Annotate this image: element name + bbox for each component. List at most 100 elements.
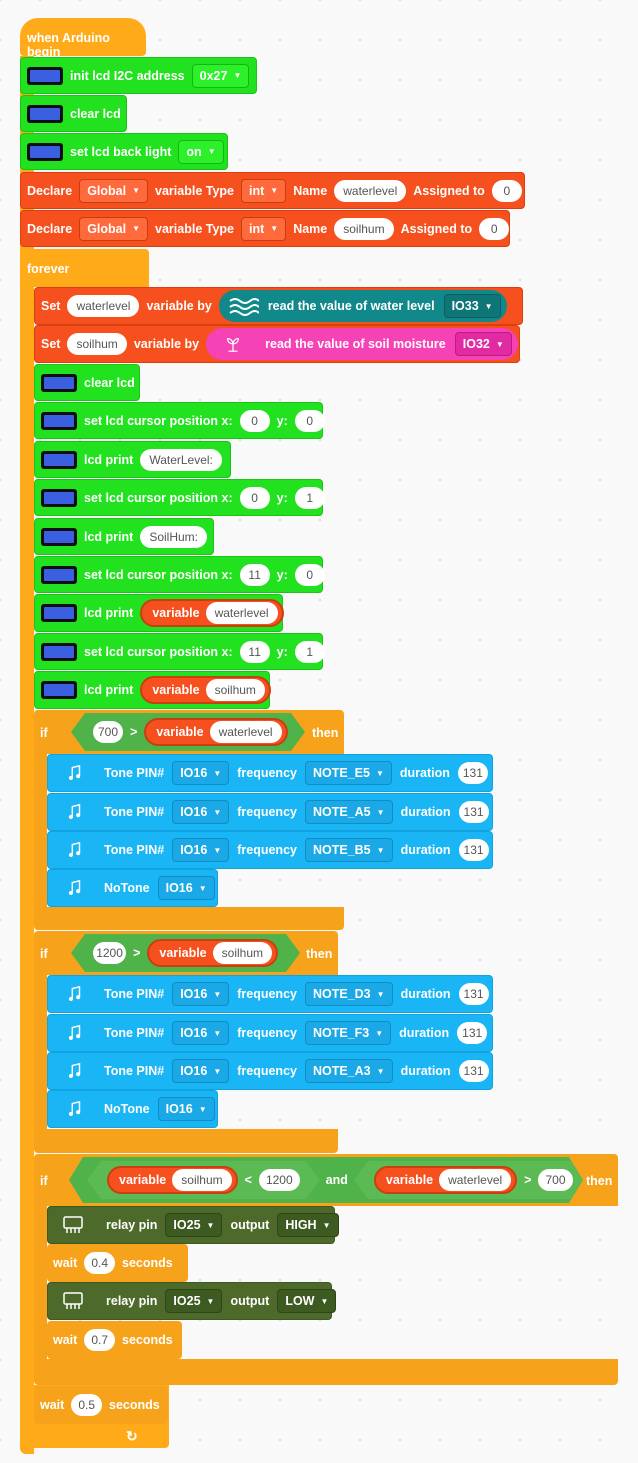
variable-name-input[interactable]: soilhum — [213, 942, 272, 964]
tone-block-5[interactable]: Tone PIN# IO16▼ frequency NOTE_F3▼ durat… — [47, 1014, 493, 1052]
cursor-y-input[interactable]: 0 — [294, 563, 325, 586]
tone-block-6[interactable]: Tone PIN# IO16▼ frequency NOTE_A3▼ durat… — [47, 1052, 493, 1090]
backlight-block[interactable]: set lcd back light on▼ — [20, 133, 228, 170]
init-lcd-block[interactable]: init lcd I2C address 0x27▼ — [20, 57, 257, 94]
scope-dropdown[interactable]: Global▼ — [79, 216, 149, 241]
note-dropdown[interactable]: NOTE_A5▼ — [304, 800, 393, 824]
forever-block[interactable]: forever — [20, 249, 149, 287]
initial-value-input[interactable]: 0 — [491, 179, 522, 202]
variable-name-input[interactable]: waterlevel — [205, 602, 278, 624]
clear-lcd-block[interactable]: clear lcd — [20, 95, 127, 132]
relay-pin-dropdown[interactable]: IO25▼ — [165, 1213, 223, 1237]
set-waterlevel-block[interactable]: Set waterlevel variable by read the valu… — [34, 287, 523, 325]
scope-dropdown[interactable]: Global▼ — [79, 178, 149, 203]
note-dropdown[interactable]: NOTE_B5▼ — [304, 838, 393, 862]
variable-name-input[interactable]: waterlevel — [334, 179, 407, 202]
variable-reporter[interactable]: variable soilhum — [140, 676, 271, 704]
variable-reporter[interactable]: variable waterlevel — [374, 1166, 517, 1194]
lcd-print-block-2[interactable]: lcd print SoilHum: — [34, 518, 214, 555]
wait-seconds-input[interactable]: 0.4 — [84, 1252, 115, 1274]
variable-reporter[interactable]: variable soilhum — [107, 1166, 238, 1194]
initial-value-input[interactable]: 0 — [479, 217, 510, 240]
tone-pin-dropdown[interactable]: IO16▼ — [172, 800, 230, 824]
compare-left-input[interactable]: 1200 — [93, 942, 126, 964]
compare-left-input[interactable]: 700 — [93, 721, 123, 743]
relay-block-2[interactable]: relay pin IO25▼ output LOW▼ — [47, 1282, 337, 1320]
soil-moisture-reporter[interactable]: read the value of soil moisture IO32▼ — [206, 328, 518, 360]
tone-block-4[interactable]: Tone PIN# IO16▼ frequency NOTE_D3▼ durat… — [47, 975, 493, 1013]
notone-pin-dropdown[interactable]: IO16▼ — [157, 876, 215, 900]
duration-input[interactable]: 131 — [458, 839, 489, 861]
tone-pin-dropdown[interactable]: IO16▼ — [172, 982, 230, 1006]
lcd-cursor-block-1[interactable]: set lcd cursor position x: 0 y: 0 — [34, 402, 325, 439]
variable-name-input[interactable]: soilhum — [172, 1169, 231, 1191]
duration-input[interactable]: 131 — [457, 1022, 488, 1044]
variable-reporter[interactable]: variable waterlevel — [144, 718, 287, 746]
variable-name-input[interactable]: waterlevel — [210, 721, 282, 743]
wait-block-1[interactable]: wait 0.4 seconds — [47, 1244, 188, 1282]
cursor-x-input[interactable]: 0 — [239, 409, 270, 432]
cursor-x-input[interactable]: 11 — [239, 563, 270, 586]
wait-seconds-input[interactable]: 0.5 — [71, 1394, 102, 1416]
cursor-x-input[interactable]: 0 — [239, 486, 270, 509]
type-dropdown[interactable]: int▼ — [241, 216, 287, 241]
cursor-y-input[interactable]: 1 — [294, 640, 325, 663]
water-pin-dropdown[interactable]: IO33▼ — [443, 294, 501, 318]
tone-block-3[interactable]: Tone PIN# IO16▼ frequency NOTE_B5▼ durat… — [47, 831, 493, 869]
tone-pin-dropdown[interactable]: IO16▼ — [172, 761, 230, 785]
and-condition[interactable]: variable soilhum < 1200 and variable wat… — [69, 1157, 583, 1203]
soil-pin-dropdown[interactable]: IO32▼ — [454, 332, 512, 356]
lcd-print-block-1[interactable]: lcd print WaterLevel: — [34, 441, 231, 478]
compare-condition-2[interactable]: 1200 > variable soilhum — [71, 934, 300, 972]
variable-name-input[interactable]: soilhum — [205, 679, 265, 701]
variable-reporter[interactable]: variable soilhum — [147, 939, 278, 967]
backlight-dropdown[interactable]: on▼ — [178, 139, 224, 164]
declare-waterlevel-block[interactable]: Declare Global▼ variable Type int▼ Name … — [20, 172, 525, 209]
compare-value-input[interactable]: 700 — [538, 1169, 572, 1191]
wait-seconds-input[interactable]: 0.7 — [84, 1329, 115, 1351]
lcd-print-block-3[interactable]: lcd print variable waterlevel — [34, 594, 284, 632]
water-level-reporter[interactable]: read the value of water level IO33▼ — [218, 290, 507, 322]
hat-block[interactable]: when Arduino begin — [20, 18, 146, 59]
clear-lcd-block[interactable]: clear lcd — [34, 364, 140, 401]
wait-block-2[interactable]: wait 0.7 seconds — [47, 1321, 182, 1359]
variable-input[interactable]: soilhum — [67, 333, 127, 355]
compare-soilhum[interactable]: variable soilhum < 1200 — [87, 1161, 320, 1199]
lcd-print-block-4[interactable]: lcd print variable soilhum — [34, 671, 271, 709]
note-dropdown[interactable]: NOTE_E5▼ — [304, 761, 392, 785]
i2c-address-dropdown[interactable]: 0x27▼ — [191, 63, 250, 88]
cursor-y-input[interactable]: 1 — [294, 486, 325, 509]
set-soilhum-block[interactable]: Set soilhum variable by read the value o… — [34, 325, 520, 363]
lcd-cursor-block-3[interactable]: set lcd cursor position x: 11 y: 0 — [34, 556, 325, 593]
notone-block-2[interactable]: NoTone IO16▼ — [47, 1090, 218, 1128]
duration-input[interactable]: 131 — [457, 762, 488, 784]
tone-pin-dropdown[interactable]: IO16▼ — [172, 838, 230, 862]
duration-input[interactable]: 131 — [458, 801, 489, 823]
cursor-y-input[interactable]: 0 — [294, 409, 325, 432]
compare-value-input[interactable]: 1200 — [259, 1169, 300, 1191]
duration-input[interactable]: 131 — [458, 1060, 489, 1082]
relay-output-dropdown[interactable]: HIGH▼ — [277, 1213, 339, 1237]
wait-block-3[interactable]: wait 0.5 seconds — [34, 1386, 168, 1424]
duration-input[interactable]: 131 — [458, 983, 489, 1005]
variable-name-input[interactable]: soilhum — [334, 217, 394, 240]
variable-name-input[interactable]: waterlevel — [439, 1169, 511, 1191]
lcd-cursor-block-4[interactable]: set lcd cursor position x: 11 y: 1 — [34, 633, 325, 670]
tone-block-2[interactable]: Tone PIN# IO16▼ frequency NOTE_A5▼ durat… — [47, 793, 493, 831]
variable-input[interactable]: waterlevel — [67, 295, 140, 317]
tone-pin-dropdown[interactable]: IO16▼ — [172, 1021, 230, 1045]
note-dropdown[interactable]: NOTE_D3▼ — [304, 982, 393, 1006]
print-text-input[interactable]: WaterLevel: — [140, 448, 222, 471]
relay-output-dropdown[interactable]: LOW▼ — [277, 1289, 337, 1313]
declare-soilhum-block[interactable]: Declare Global▼ variable Type int▼ Name … — [20, 210, 510, 247]
type-dropdown[interactable]: int▼ — [241, 178, 287, 203]
cursor-x-input[interactable]: 11 — [239, 640, 270, 663]
notone-block-1[interactable]: NoTone IO16▼ — [47, 869, 218, 907]
relay-block-1[interactable]: relay pin IO25▼ output HIGH▼ — [47, 1206, 339, 1244]
compare-waterlevel[interactable]: variable waterlevel > 700 — [354, 1161, 593, 1199]
tone-pin-dropdown[interactable]: IO16▼ — [172, 1059, 230, 1083]
lcd-cursor-block-2[interactable]: set lcd cursor position x: 0 y: 1 — [34, 479, 325, 516]
variable-reporter[interactable]: variable waterlevel — [140, 599, 284, 627]
compare-condition-1[interactable]: 700 > variable waterlevel — [71, 713, 305, 751]
tone-block-1[interactable]: Tone PIN# IO16▼ frequency NOTE_E5▼ durat… — [47, 754, 493, 792]
